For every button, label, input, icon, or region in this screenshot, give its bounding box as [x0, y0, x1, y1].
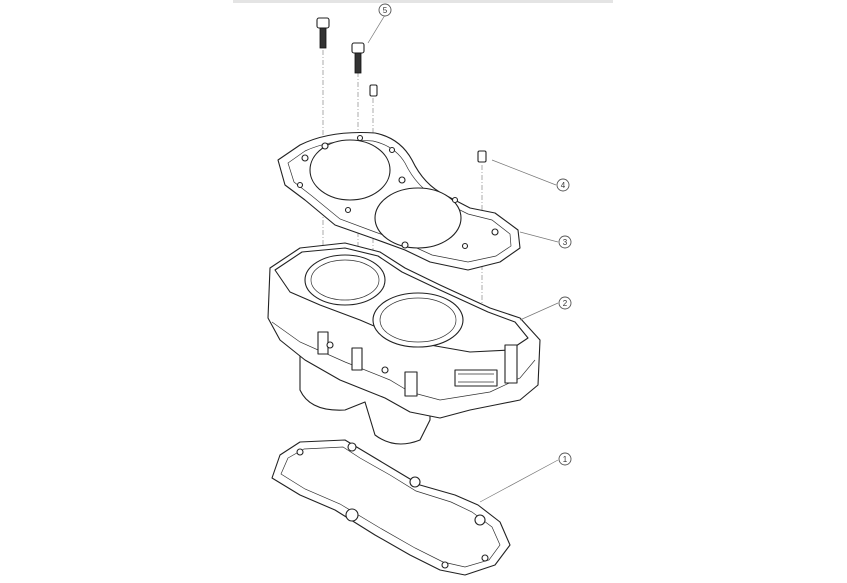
leader-lines [367, 14, 559, 503]
dowel-pin-upper [369, 84, 378, 97]
top-edge-bar [233, 0, 613, 3]
callout-4: 4 [556, 178, 570, 192]
dowel-pin-right [477, 150, 487, 163]
head-gasket [277, 132, 521, 271]
callout-1-label: 1 [563, 455, 568, 464]
bolt-left [316, 17, 330, 49]
callout-3-label: 3 [563, 238, 568, 247]
bolt-right [351, 42, 365, 74]
cylinder-block [267, 242, 541, 445]
callout-3: 3 [558, 235, 572, 249]
callout-2: 2 [558, 296, 572, 310]
callout-5-label: 5 [383, 6, 388, 15]
callout-5: 5 [378, 3, 392, 17]
callout-1: 1 [558, 452, 572, 466]
callout-2-label: 2 [563, 299, 568, 308]
callout-4-label: 4 [561, 181, 566, 190]
base-gasket [271, 439, 511, 576]
